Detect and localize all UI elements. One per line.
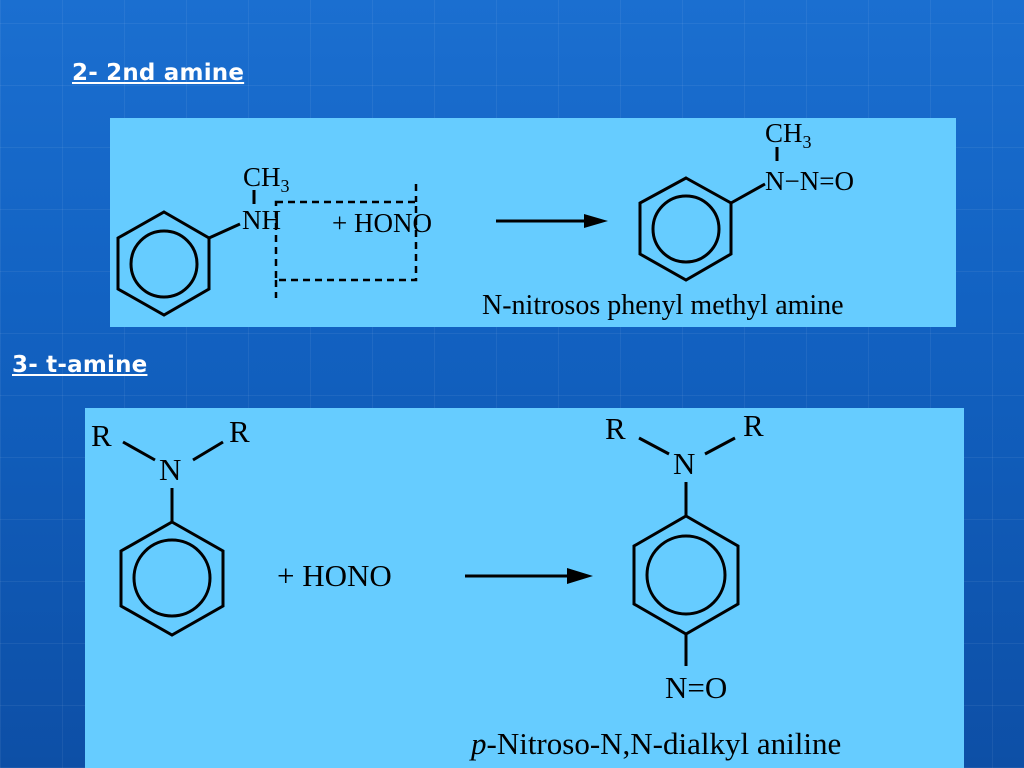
bond-r-right-n bbox=[192, 440, 224, 462]
bond-r-left-n bbox=[122, 440, 156, 462]
bond-ring-nh bbox=[208, 222, 241, 240]
r-group-right-reactant: R bbox=[229, 414, 250, 449]
bond-r-right-n-product bbox=[704, 436, 736, 456]
methyl-group-product: CH3 bbox=[765, 118, 812, 152]
r-group-right-product: R bbox=[743, 408, 764, 443]
bond-r-left-n-product bbox=[638, 436, 670, 456]
reaction-diagram-t-amine: R R N + HONO R R N N=O p-Nitros bbox=[91, 408, 841, 761]
bond-ring-n-product bbox=[730, 182, 766, 205]
product-name-1: N-nitrosos phenyl methyl amine bbox=[482, 290, 844, 321]
reaction-arrow-1 bbox=[496, 214, 608, 228]
section-heading-t-amine: 3- t-amine bbox=[12, 352, 148, 378]
benzene-ring-product-2 bbox=[632, 514, 740, 636]
dashed-elimination-box bbox=[274, 200, 418, 282]
nitroso-group-product: N=O bbox=[665, 670, 727, 705]
r-group-left-product: R bbox=[605, 411, 626, 446]
reaction-panel-t-amine: R R N + HONO R R N N=O p-Nitros bbox=[85, 408, 964, 768]
benzene-ring-product-1 bbox=[638, 176, 733, 282]
n-atom-product: N bbox=[673, 446, 695, 481]
nitroso-chain-product: N−N=O bbox=[765, 166, 854, 196]
reaction-panel-2nd-amine: CH3 NH + HONO CH3 N−N=O N-nitrosos pheny… bbox=[110, 118, 956, 327]
benzene-ring-reactant-2 bbox=[119, 520, 225, 637]
reaction-arrow-2 bbox=[465, 568, 593, 584]
reaction-diagram-2nd-amine: CH3 NH + HONO CH3 N−N=O N-nitrosos pheny… bbox=[116, 118, 854, 321]
methyl-group-reactant: CH3 bbox=[243, 162, 290, 196]
n-atom-reactant: N bbox=[159, 452, 181, 487]
reagent-hono-2: + HONO bbox=[277, 558, 392, 593]
reagent-hono-1: + HONO bbox=[332, 208, 432, 238]
section-heading-2nd-amine: 2- 2nd amine bbox=[72, 60, 245, 86]
benzene-ring-reactant bbox=[116, 210, 211, 317]
product-name-2: p-Nitroso-N,N-dialkyl aniline bbox=[469, 726, 841, 761]
r-group-left-reactant: R bbox=[91, 418, 112, 453]
nh-group-reactant: NH bbox=[242, 205, 281, 235]
